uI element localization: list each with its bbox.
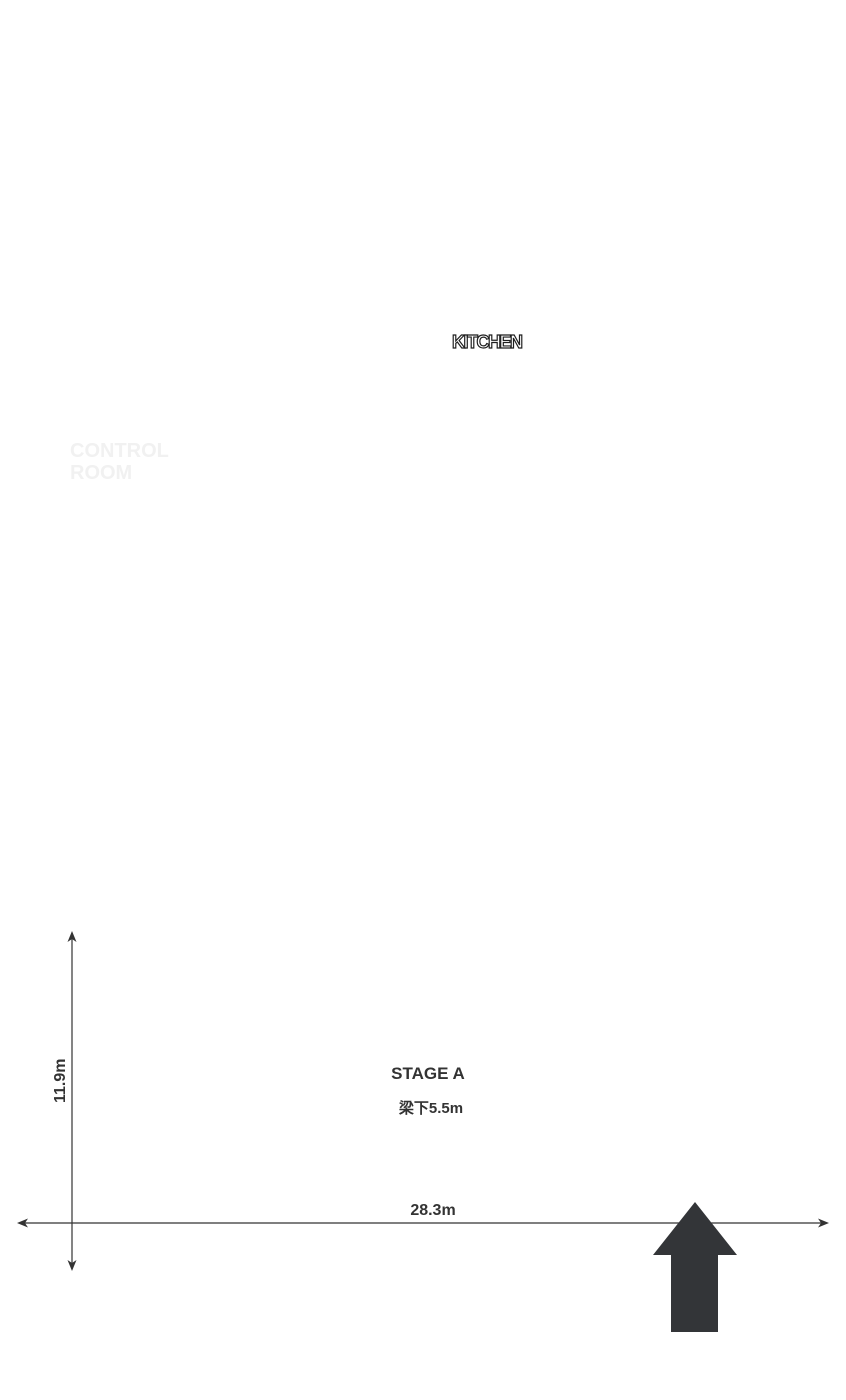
kitchen-label: KITCHEN <box>451 331 523 352</box>
width-dimension-label: 28.3m <box>410 1202 456 1219</box>
arrow-up-icon <box>653 1202 737 1332</box>
beam-height-label: 梁下5.5m <box>398 1100 464 1117</box>
stage-name: STAGE A <box>391 1064 465 1083</box>
depth-arrowhead-top <box>67 931 77 942</box>
control-room-label: CONTROL ROOM <box>70 440 169 484</box>
depth-dimension-label: 11.9m <box>52 1058 69 1103</box>
width-arrowhead-left <box>17 1218 28 1228</box>
width-arrowhead-right <box>818 1218 829 1228</box>
depth-arrowhead-bottom <box>67 1260 77 1271</box>
